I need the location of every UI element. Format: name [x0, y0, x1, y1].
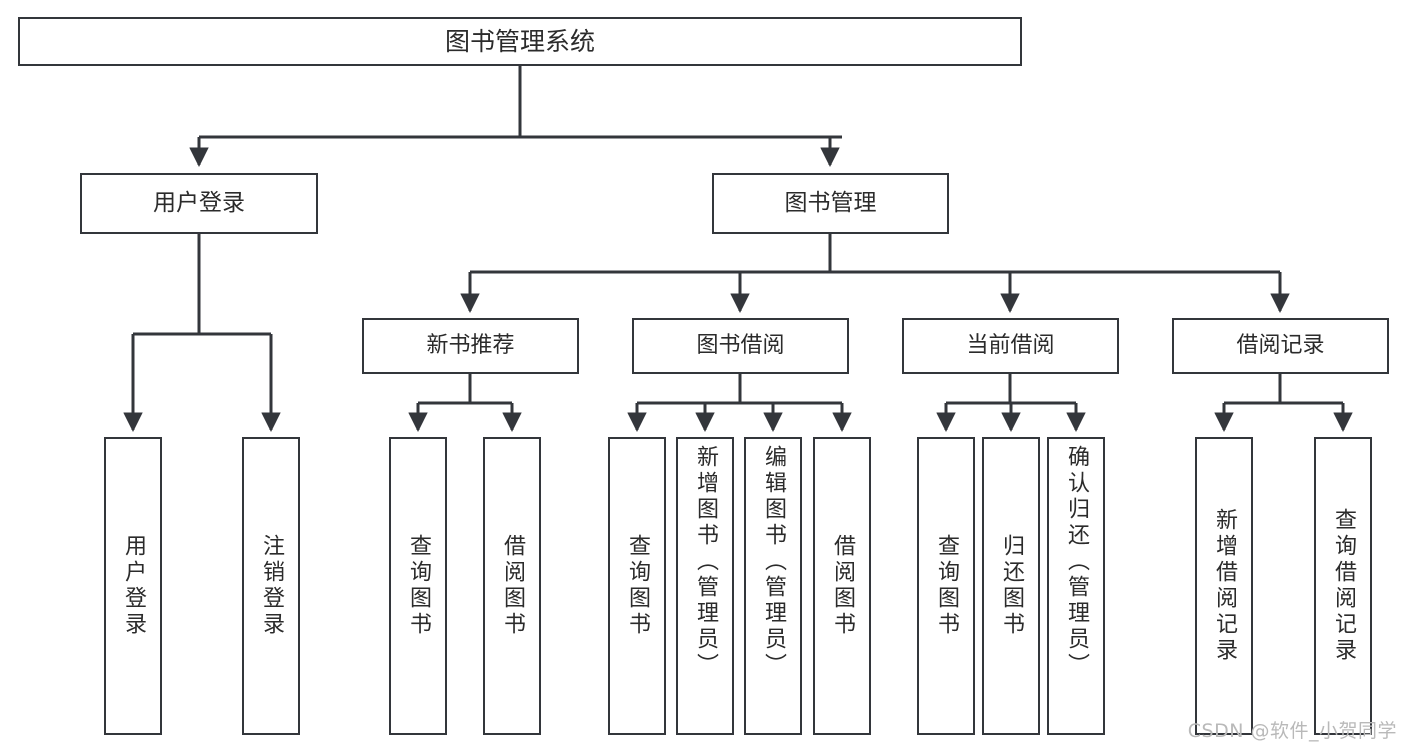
node-user-login[interactable]: 用户登录	[80, 173, 318, 234]
node-label: 图书管理	[784, 189, 877, 216]
node-label: 新增借阅记录	[1212, 508, 1237, 664]
node-book-management[interactable]: 图书管理	[712, 173, 949, 234]
node-borrow-record[interactable]: 借阅记录	[1172, 318, 1389, 374]
leaf-borrow-add-book-admin[interactable]: 新增图书（管理员）	[676, 437, 734, 735]
node-label: 新增图书（管理员）	[693, 445, 718, 679]
leaf-current-return-book[interactable]: 归还图书	[982, 437, 1040, 735]
leaf-borrow-borrow-book[interactable]: 借阅图书	[813, 437, 871, 735]
leaf-borrow-query-book[interactable]: 查询图书	[608, 437, 666, 735]
node-label: 查询图书	[406, 534, 431, 638]
leaf-borrow-edit-book-admin[interactable]: 编辑图书（管理员）	[744, 437, 802, 735]
node-label: 归还图书	[999, 534, 1024, 638]
node-label: 查询图书	[625, 534, 650, 638]
leaf-user-login-signout[interactable]: 注销登录	[242, 437, 300, 735]
leaf-new-book-query-book[interactable]: 查询图书	[389, 437, 447, 735]
node-label: 查询图书	[934, 534, 959, 638]
node-root-book-management-system[interactable]: 图书管理系统	[18, 17, 1022, 66]
leaf-new-book-borrow-book[interactable]: 借阅图书	[483, 437, 541, 735]
node-label: 注销登录	[259, 534, 284, 638]
leaf-current-query-book[interactable]: 查询图书	[917, 437, 975, 735]
csdn-watermark: CSDN @软件_小贺同学	[1187, 720, 1397, 742]
node-book-borrow[interactable]: 图书借阅	[632, 318, 849, 374]
leaf-current-confirm-return-admin[interactable]: 确认归还（管理员）	[1047, 437, 1105, 735]
leaf-record-add-borrow-record[interactable]: 新增借阅记录	[1195, 437, 1253, 735]
node-current-borrow[interactable]: 当前借阅	[902, 318, 1119, 374]
node-label: 当前借阅	[966, 333, 1055, 359]
node-label: 查询借阅记录	[1331, 508, 1356, 664]
node-label: 用户登录	[153, 189, 245, 216]
node-label: 借阅图书	[500, 534, 525, 638]
node-label: 新书推荐	[426, 333, 515, 359]
node-label: 确认归还（管理员）	[1064, 445, 1089, 679]
node-label: 图书借阅	[696, 333, 785, 359]
node-label: 用户登录	[121, 534, 146, 638]
leaf-record-query-borrow-record[interactable]: 查询借阅记录	[1314, 437, 1372, 735]
node-label: 借阅图书	[830, 534, 855, 638]
leaf-user-login-signin[interactable]: 用户登录	[104, 437, 162, 735]
node-new-book-recommend[interactable]: 新书推荐	[362, 318, 579, 374]
node-label: 编辑图书（管理员）	[761, 445, 786, 679]
node-label: 借阅记录	[1236, 333, 1325, 359]
node-label: 图书管理系统	[444, 26, 595, 56]
